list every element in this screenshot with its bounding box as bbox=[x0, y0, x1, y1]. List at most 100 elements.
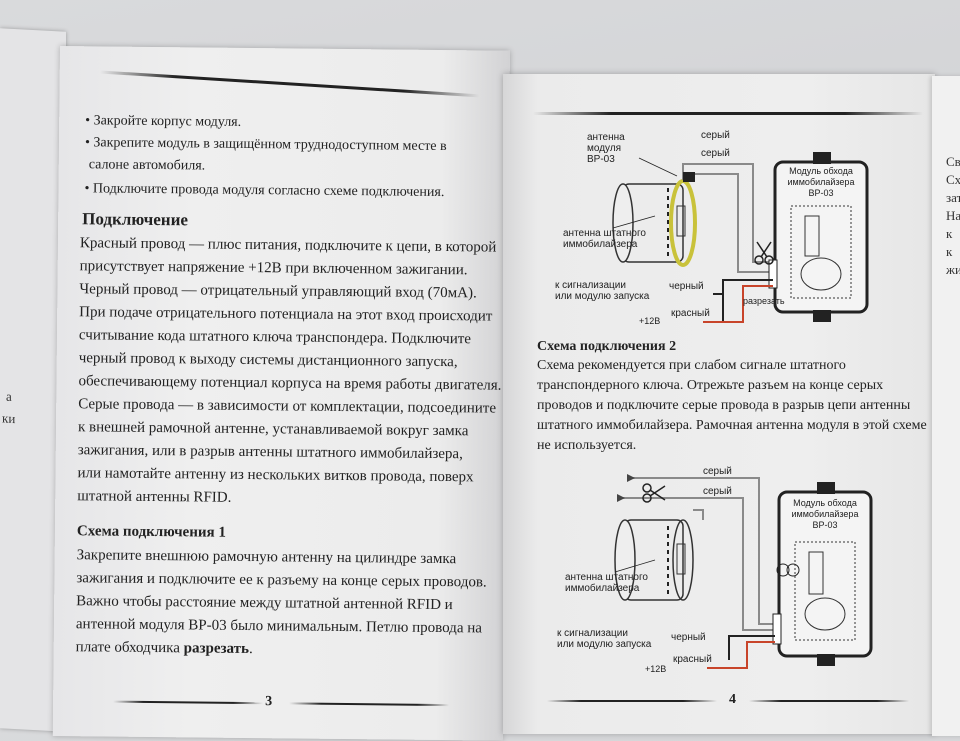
text-line: плате обходчика разрезать. bbox=[76, 636, 253, 660]
edge-fragment: жи bbox=[946, 262, 960, 277]
module-label: иммобилайзера bbox=[792, 509, 859, 519]
connection-heading: Подключение bbox=[82, 209, 189, 230]
text-line: Схема рекомендуется при слабом сигнале ш… bbox=[537, 358, 846, 373]
edge-fragment: к bbox=[946, 244, 953, 259]
bullet-line: салоне автомобиля. bbox=[88, 157, 206, 174]
alarm-label: к сигнализации bbox=[555, 280, 626, 291]
text-line: не используется. bbox=[537, 438, 637, 453]
cut-emphasis: разрезать bbox=[183, 640, 250, 658]
key-icon bbox=[804, 215, 820, 257]
text-line: Черный провод — отрицательный управляющи… bbox=[79, 281, 477, 302]
gray-label: серый bbox=[701, 130, 730, 141]
bullet-line: • Закройте корпус модуля. bbox=[85, 113, 242, 130]
page-number: 3 bbox=[265, 694, 273, 710]
ignition-cylinder bbox=[612, 179, 697, 267]
gray-label: серый bbox=[701, 148, 730, 159]
module-label: Модуль обхода bbox=[793, 498, 857, 508]
text-line: зажигания и подключите ее к разъему на к… bbox=[76, 570, 487, 591]
gray-label: серый bbox=[703, 486, 732, 497]
module-label: Модуль обхода bbox=[789, 166, 853, 176]
text-line: черный провод к выходу системы дистанцио… bbox=[78, 350, 458, 371]
gray-wire-2 bbox=[688, 173, 773, 273]
next-page-edge: Све Схе зат На к к жи bbox=[932, 76, 960, 736]
stock-antenna-label: иммобилайзера bbox=[563, 238, 638, 250]
antenna-module-label: модуля bbox=[587, 143, 621, 154]
text-line: штатной антенны RFID. bbox=[77, 488, 232, 506]
edge-fragment: Схе bbox=[946, 172, 960, 187]
left-page: • Закройте корпус модуля. • Закрепите мо… bbox=[52, 46, 510, 741]
red-wire bbox=[703, 285, 773, 323]
key-icon bbox=[808, 551, 824, 595]
arrow-icon bbox=[627, 474, 635, 482]
stock-antenna-label: иммобилайзера bbox=[565, 582, 640, 594]
top-rule bbox=[533, 112, 923, 115]
stock-antenna-label: антенна штатного bbox=[563, 228, 646, 239]
text-line: антенной модуля BP-03 было минимальным. … bbox=[75, 616, 483, 637]
text-run: . bbox=[248, 641, 253, 658]
ignition-cylinder bbox=[614, 519, 694, 601]
edge-fragment: ки bbox=[2, 410, 16, 427]
gray-wire-1 bbox=[682, 163, 773, 263]
text-line: Закрепите внешнюю рамочную антенну на ци… bbox=[76, 547, 457, 568]
bottom-rule-left bbox=[547, 700, 717, 702]
bulb-icon bbox=[776, 563, 800, 577]
top-rule bbox=[99, 70, 480, 98]
right-page: антенна модуля BP-03 серый серый Модуль … bbox=[503, 74, 935, 734]
edge-fragment: На bbox=[946, 208, 960, 223]
gray-label: серый bbox=[703, 466, 732, 477]
text-line: транспондерного ключа. Отрежьте разъем н… bbox=[537, 378, 884, 393]
edge-fragment: к bbox=[946, 226, 953, 241]
alarm-label: к сигнализации bbox=[557, 628, 628, 639]
edge-fragment: а bbox=[6, 388, 12, 404]
antenna-module-label: антенна bbox=[587, 132, 625, 143]
black-wire bbox=[722, 279, 773, 322]
bullet-line: • Подключите провода модуля согласно схе… bbox=[84, 181, 445, 201]
red-wire bbox=[707, 641, 775, 669]
text-line: Красный провод — плюс питания, подключит… bbox=[79, 235, 497, 256]
gray-wire-2 bbox=[623, 497, 775, 631]
scheme2-heading: Схема подключения 2 bbox=[537, 339, 677, 354]
scheme1-heading: Схема подключения 1 bbox=[76, 523, 226, 541]
text-line: штатного иммобилайзера. Рамочная антенна… bbox=[537, 418, 927, 433]
text-line: присутствует напряжение +12В при включен… bbox=[79, 258, 468, 279]
text-line: к внешней рамочной антенне, устанавливае… bbox=[77, 419, 469, 440]
wiring-diagram-1: антенна модуля BP-03 серый серый Модуль … bbox=[555, 130, 869, 326]
plus12-label: +12В bbox=[645, 664, 666, 674]
module-label: иммобилайзера bbox=[788, 177, 855, 187]
plus12-label: +12В bbox=[639, 316, 660, 326]
bottom-rule-left bbox=[113, 700, 264, 705]
red-wire-label: красный bbox=[671, 308, 710, 319]
gray-wire-1 bbox=[633, 477, 775, 625]
text-line: Важно чтобы расстояние между штатной ант… bbox=[76, 593, 453, 614]
text-line: Серые провода — в зависимости от комплек… bbox=[78, 396, 497, 417]
text-line: зажигания, или в разрыв антенны штатного… bbox=[77, 442, 463, 463]
scissors-icon bbox=[754, 241, 774, 265]
red-wire-label: красный bbox=[673, 654, 712, 665]
black-wire-label: черный bbox=[669, 281, 704, 292]
cut-label: разрезать bbox=[743, 296, 785, 306]
booklet-photo: а ки • Закройте корпус модуля. • Закрепи… bbox=[0, 28, 960, 741]
text-line: обеспечивающему потенциал корпуса на вре… bbox=[78, 373, 502, 394]
text-line: При подаче отрицательного потенциала на … bbox=[79, 304, 493, 325]
text-line: считывание кода штатного ключа транспонд… bbox=[78, 327, 472, 348]
immobilizer-module-box: Модуль обхода иммобилайзера BP-03 bbox=[772, 482, 873, 666]
bottom-rule-right bbox=[749, 700, 909, 702]
alarm-label: или модулю запуска bbox=[557, 639, 652, 650]
edge-fragment: зат bbox=[946, 190, 960, 205]
bottom-rule-right bbox=[289, 702, 450, 707]
connection-text: Красный провод — плюс питания, подключит… bbox=[60, 46, 510, 506]
text-run: плате обходчика bbox=[75, 639, 184, 657]
text-line: или намотайте антенну из нескольких витк… bbox=[77, 465, 474, 486]
black-wire bbox=[728, 635, 775, 660]
text-line: проводов и подключите серые провода в ра… bbox=[537, 398, 911, 413]
arrow-icon bbox=[617, 494, 625, 502]
scissors-icon bbox=[642, 483, 666, 503]
module-label: BP-03 bbox=[812, 520, 837, 530]
wiring-diagram-2: серый серый Модуль обхода иммобилайзера … bbox=[557, 466, 873, 674]
module-label: BP-03 bbox=[808, 188, 833, 198]
immobilizer-module-box: Модуль обхода иммобилайзера BP-03 bbox=[768, 152, 869, 322]
edge-fragment: Све bbox=[946, 154, 960, 169]
antenna-module-label: BP-03 bbox=[587, 154, 615, 165]
page-number: 4 bbox=[729, 692, 736, 707]
scheme1-text: Закрепите внешнюю рамочную антенну на ци… bbox=[60, 46, 510, 657]
